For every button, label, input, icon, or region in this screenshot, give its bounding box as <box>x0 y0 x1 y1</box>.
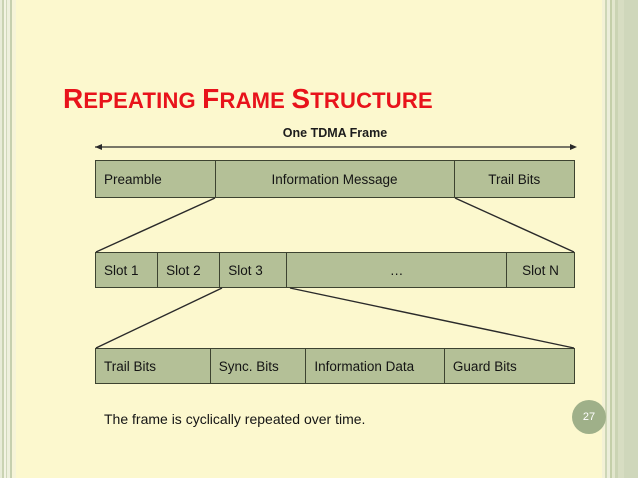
title-word-1-rest: EPEATING <box>83 88 196 113</box>
page-number-badge: 27 <box>572 400 606 434</box>
slots-row-cell-2: Slot 3 <box>220 253 288 287</box>
slots-row-cell-3: … <box>287 253 508 287</box>
slide-left-border-decoration <box>0 0 16 478</box>
slots-row-cell-4: Slot N <box>522 262 559 278</box>
title-word-1-capital: R <box>63 83 84 114</box>
tdma-frame-row-cell-1: Information Message <box>216 161 455 197</box>
slots-row-cell-0: Slot 1 <box>96 253 159 287</box>
tdma-frame-row-cell-0: Preamble <box>96 161 216 197</box>
slots-row-cell-1: Slot 2 <box>158 253 221 287</box>
slide-caption: The frame is cyclically repeated over ti… <box>104 411 366 427</box>
slot-detail-row-cell-2: Information Data <box>306 349 445 383</box>
tdma-frame-row-cell-2: Trail Bits <box>488 171 541 187</box>
title-word-3-capital: S <box>291 83 311 114</box>
frame-span-label: One TDMA Frame <box>282 126 388 140</box>
title-word-2-capital: F <box>202 83 220 114</box>
title-word-3-rest: TRUCTURE <box>310 88 433 113</box>
title-word-2-rest: RAME <box>219 88 286 113</box>
page-title: REPEATING FRAME STRUCTURE <box>63 83 433 115</box>
slot-detail-row-cell-1: Sync. Bits <box>211 349 307 383</box>
slide-right-border-decoration <box>602 0 638 478</box>
frame-span-arrowheads <box>95 144 577 150</box>
frame-span-arrow <box>95 146 575 148</box>
slot-detail-row-cell-0: Trail Bits <box>96 349 211 383</box>
slot-detail-row-cell-3: Guard Bits <box>452 358 517 374</box>
